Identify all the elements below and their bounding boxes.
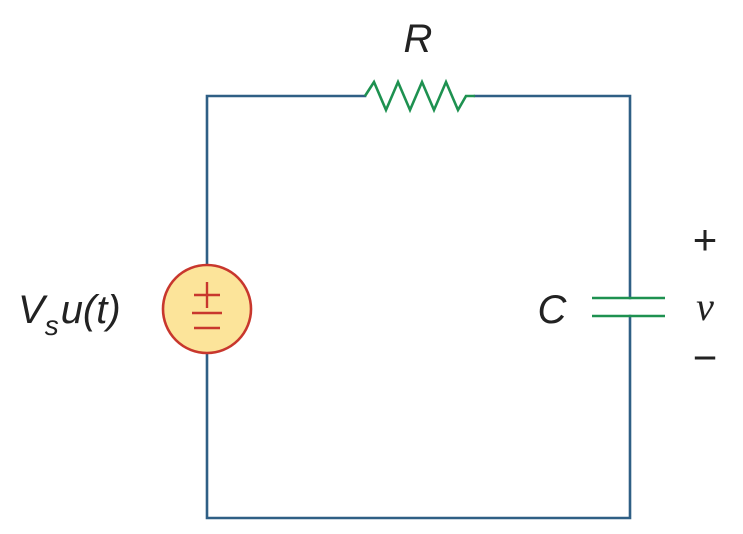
source-label-rest: u(t) [61, 288, 121, 332]
capacitor [592, 296, 665, 318]
source-label-sub: s [45, 310, 59, 341]
voltage-source [161, 263, 253, 355]
voltage-minus-sign: − [693, 334, 718, 381]
wire-top-left [205, 94, 367, 267]
wire-bottom [205, 314, 632, 520]
voltage-label: v [696, 284, 714, 329]
circuit-wires [205, 94, 632, 520]
source-label: Vsu(t) [18, 288, 121, 341]
resistor [363, 78, 475, 114]
source-label-main: V [18, 288, 48, 332]
voltage-source-circle [161, 263, 253, 355]
resistor-label: R [404, 17, 433, 61]
voltage-plus-sign: + [693, 216, 718, 263]
wire-top-right [473, 94, 632, 300]
capacitor-label: C [538, 288, 568, 332]
